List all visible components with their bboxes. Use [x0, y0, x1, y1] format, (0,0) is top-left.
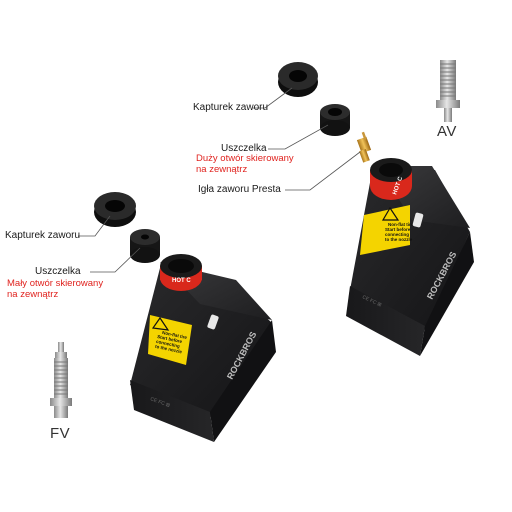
right-valve-cap	[278, 62, 318, 97]
right-warn-1: Non-flat tire	[388, 222, 414, 227]
right-warn-2: Start before	[385, 227, 411, 232]
right-warning-sticker: Non-flat tire Start before connecting to…	[360, 205, 415, 255]
left-outlet: HOT C	[160, 254, 202, 291]
right-warn-4: to the nozzle	[385, 237, 413, 242]
left-warn-2: Start before	[157, 334, 183, 344]
right-warn-3: connecting	[385, 232, 409, 237]
left-warn-3: connecting	[156, 339, 181, 349]
fv-label: FV	[50, 425, 71, 442]
left-pump: HOT C Non-flat tire Start before connect…	[130, 254, 276, 442]
presta-needle-label: Igła zaworu Presta	[198, 184, 281, 195]
left-warn-4: to the nozzle	[155, 344, 183, 355]
av-label: AV	[437, 123, 457, 140]
left-cap-label: Kapturek zaworu	[5, 230, 81, 241]
left-seal-note: Mały otwór skierowany na zewnątrz	[7, 278, 112, 300]
svg-text:Non-flat tire Start be: Non-flat tire Start before connecting to…	[385, 222, 415, 242]
right-seal-note: Duży otwór skierowany na zewnątrz	[196, 153, 296, 175]
left-warn-1: Non-flat tire	[162, 330, 188, 340]
left-valve-cap	[94, 192, 136, 227]
av-valve-illustration	[436, 60, 460, 122]
right-pump-side	[346, 286, 425, 356]
fv-valve-illustration	[50, 342, 72, 418]
right-seal-note-line1: Duży otwór skierowany	[196, 153, 294, 164]
svg-text:Non-flat tire Start be: Non-flat tire Start before connecting to…	[155, 329, 189, 355]
right-seal-note-line2: na zewnątrz	[196, 164, 248, 175]
right-cap-label: Kapturek zaworu	[193, 102, 269, 113]
presta-needle	[356, 131, 372, 163]
right-seal-label: Uszczelka	[221, 143, 267, 154]
right-seal	[320, 104, 350, 136]
left-warning-sticker: Non-flat tire Start before connecting to…	[148, 315, 192, 365]
leader-lines	[78, 87, 361, 273]
right-pump: HOT C Non-flat tire Start before connect…	[346, 158, 474, 356]
left-pump-side	[130, 380, 214, 442]
left-collar-text: HOT C	[172, 278, 191, 284]
left-seal-note-line2: na zewnątrz	[7, 289, 59, 300]
left-power-button	[207, 314, 219, 330]
left-seal-note-line1: Mały otwór skierowany	[7, 278, 104, 289]
left-seal	[130, 229, 160, 263]
right-outlet: HOT C	[370, 158, 412, 200]
left-seal-label: Uszczelka	[35, 266, 81, 277]
right-power-button	[412, 212, 424, 228]
